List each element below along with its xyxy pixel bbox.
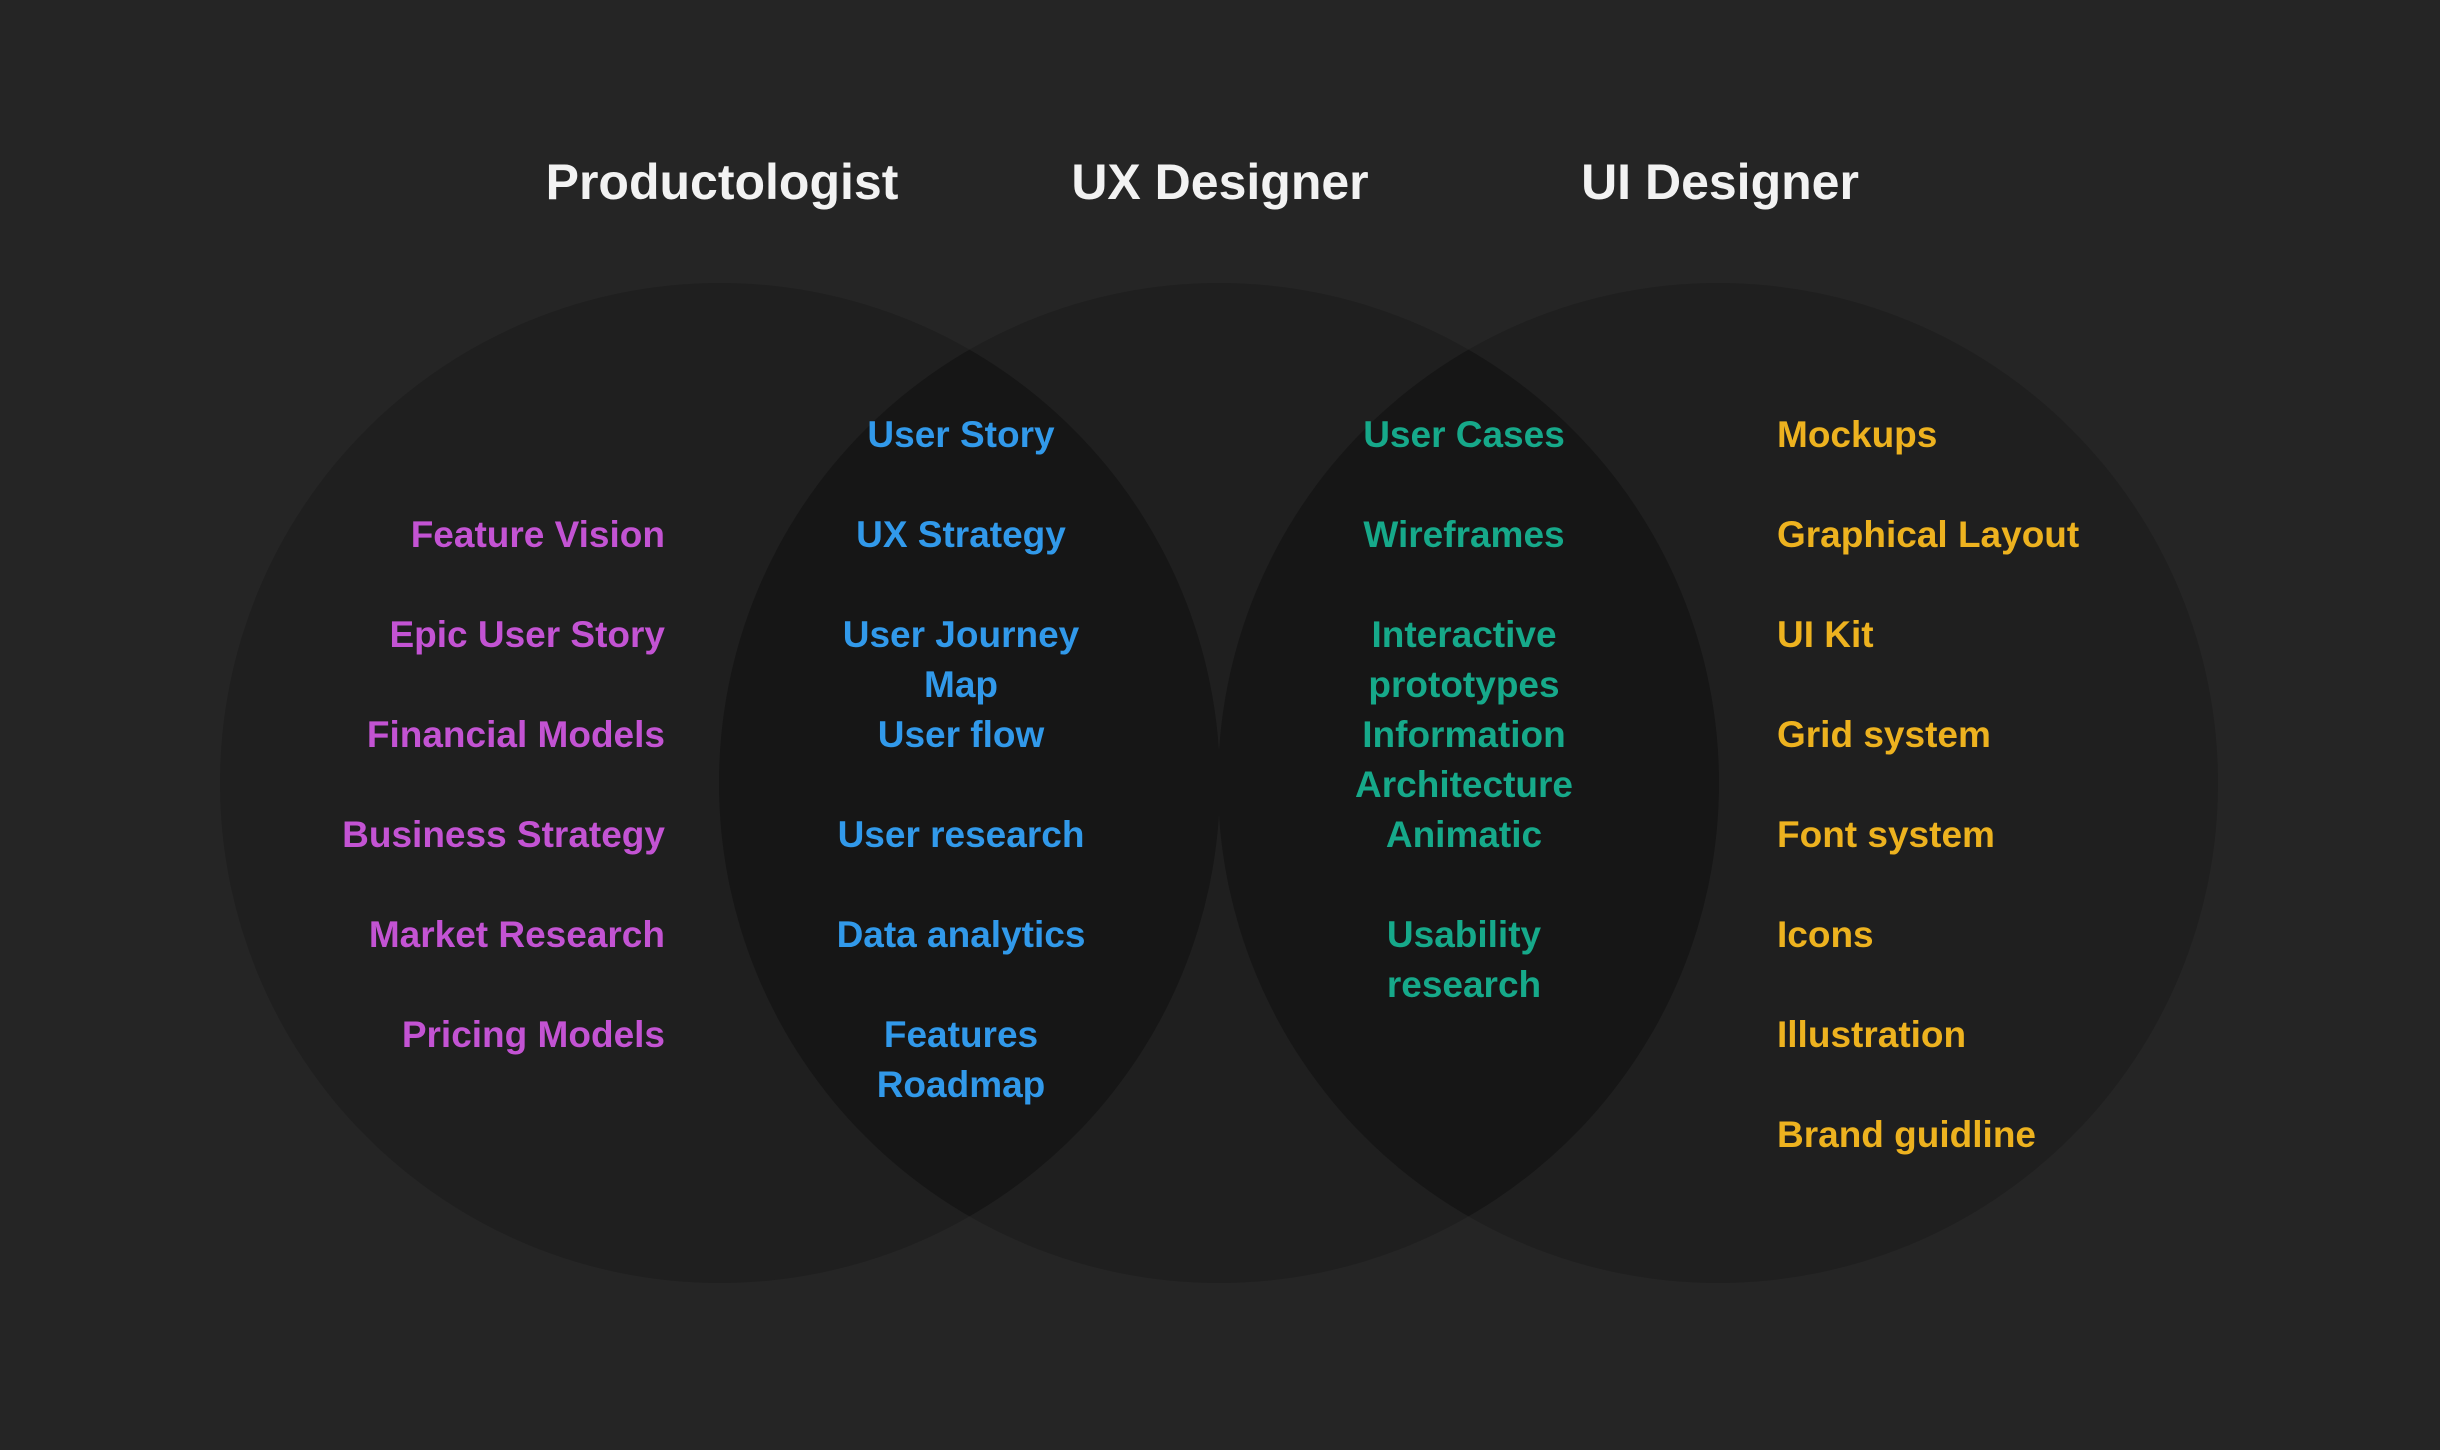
skill-item: UX Strategy bbox=[856, 514, 1066, 555]
skill-item: Business Strategy bbox=[342, 814, 665, 855]
skill-item: Mockups bbox=[1777, 414, 1938, 455]
skill-item: Feature Vision bbox=[410, 514, 665, 555]
overlap-ux-ui bbox=[1218, 283, 1719, 1283]
skill-item: Font system bbox=[1777, 814, 1995, 855]
skill-item: Data analytics bbox=[836, 914, 1086, 955]
title-ui-designer: UI Designer bbox=[1581, 154, 1859, 210]
title-productologist: Productologist bbox=[545, 154, 899, 210]
title-ux-designer: UX Designer bbox=[1071, 154, 1369, 210]
skill-item: User flow bbox=[877, 714, 1045, 755]
skill-item: UI Kit bbox=[1777, 614, 1874, 655]
skill-item: Illustration bbox=[1777, 1014, 1967, 1055]
skill-item: Graphical Layout bbox=[1777, 514, 2080, 555]
skill-item: Brand guidline bbox=[1777, 1114, 2036, 1155]
skill-item: Financial Models bbox=[366, 714, 665, 755]
skill-item: Pricing Models bbox=[401, 1014, 665, 1055]
skill-item: Market Research bbox=[368, 914, 665, 955]
skill-item: User Cases bbox=[1363, 414, 1565, 455]
skill-item: Animatic bbox=[1385, 814, 1543, 855]
skill-item: Grid system bbox=[1777, 714, 1991, 755]
skill-item: User research bbox=[837, 814, 1085, 855]
skill-item: Epic User Story bbox=[389, 614, 665, 655]
skill-item: User Story bbox=[867, 414, 1055, 455]
skill-item: Icons bbox=[1777, 914, 1874, 955]
skill-item: Wireframes bbox=[1363, 514, 1565, 555]
